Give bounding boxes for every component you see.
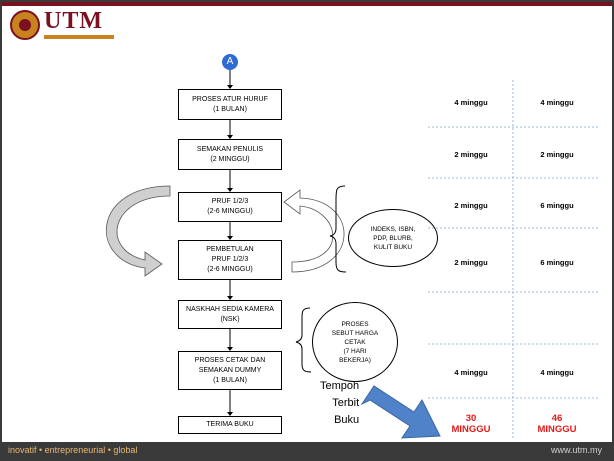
slide-body bbox=[2, 2, 612, 442]
tempoh-terbit-label: Tempoh Terbit Buku bbox=[320, 378, 359, 429]
step-proses-cetak: PROSES CETAK DAN SEMAKAN DUMMY (1 BULAN) bbox=[178, 351, 282, 390]
step-label: (2 MINGGU) bbox=[210, 155, 250, 163]
duration-cell: 2 minggu bbox=[454, 150, 488, 159]
total-value: 46 bbox=[551, 413, 563, 424]
note-line: (7 HARI bbox=[343, 347, 367, 355]
step-label: SEMAKAN DUMMY bbox=[198, 366, 262, 374]
step-label: PEMBETULAN bbox=[206, 246, 254, 253]
step-label: (1 BULAN) bbox=[213, 376, 247, 384]
step-label: PROSES CETAK DAN bbox=[194, 356, 266, 364]
total-weeks-2: 46 MINGGU bbox=[524, 413, 590, 435]
step-label: TERIMA BUKU bbox=[206, 421, 254, 428]
note-line: CETAK bbox=[344, 338, 366, 346]
step-label: SEMAKAN PENULIS bbox=[196, 145, 264, 153]
tempoh-line: Terbit bbox=[332, 397, 360, 409]
connector-a-badge: A bbox=[222, 54, 238, 70]
logo-text: UTM bbox=[44, 8, 103, 34]
step-label: PRUF 1/2/3 bbox=[211, 256, 249, 263]
duration-cell: 4 minggu bbox=[454, 368, 488, 377]
note-line: INDEKS, ISBN, bbox=[370, 225, 416, 233]
tempoh-line: Tempoh bbox=[320, 380, 360, 392]
step-atur-huruf: PROSES ATUR HURUF (1 BULAN) bbox=[178, 89, 282, 120]
step-terima-buku: TERIMA BUKU bbox=[178, 416, 282, 434]
total-unit: MINGGU bbox=[451, 424, 491, 435]
step-semakan-penulis: SEMAKAN PENULIS (2 MINGGU) bbox=[178, 139, 282, 170]
step-label: (NSK) bbox=[220, 315, 240, 323]
duration-cell: 4 minggu bbox=[540, 368, 574, 377]
duration-cell: 6 minggu bbox=[540, 201, 574, 210]
utm-logo: UTM bbox=[10, 8, 120, 48]
step-label: (2-6 MINGGU) bbox=[207, 208, 253, 215]
note-line: SEBUT HARGA bbox=[331, 329, 379, 337]
step-pruf: PRUF 1/2/3 (2-6 MINGGU) bbox=[178, 192, 282, 222]
duration-cell: 6 minggu bbox=[540, 258, 574, 267]
footer-url: www.utm.my bbox=[550, 445, 602, 455]
logo-subtitle-bar bbox=[44, 35, 114, 39]
step-label: PROSES ATUR HURUF bbox=[192, 95, 268, 103]
tempoh-line: Buku bbox=[334, 414, 360, 426]
note-line: PROSES bbox=[341, 320, 369, 328]
duration-cell: 2 minggu bbox=[540, 150, 574, 159]
step-nsk: NASKHAH SEDIA KAMERA (NSK) bbox=[178, 300, 282, 329]
note-line: PDP, BLURB, bbox=[373, 234, 413, 242]
footer-tagline: inovatif • entrepreneurial • global bbox=[8, 445, 138, 455]
pricing-note: PROSES SEBUT HARGA CETAK (7 HARI BEKERJA… bbox=[312, 302, 398, 382]
note-line: BEKERJA) bbox=[339, 356, 371, 364]
duration-cell: 4 minggu bbox=[454, 98, 488, 107]
step-label: PRUF 1/2/3 bbox=[211, 198, 249, 205]
duration-cell: 2 minggu bbox=[454, 201, 488, 210]
total-value: 30 bbox=[465, 413, 477, 424]
step-label: NASKHAH SEDIA KAMERA bbox=[186, 305, 274, 313]
total-weeks-1: 30 MINGGU bbox=[438, 413, 504, 435]
step-pembetulan: PEMBETULAN PRUF 1/2/3 (2-6 MINGGU) bbox=[178, 240, 282, 280]
duration-cell: 2 minggu bbox=[454, 258, 488, 267]
footer-bar: inovatif • entrepreneurial • global www.… bbox=[0, 442, 614, 461]
proof-items-note: INDEKS, ISBN, PDP, BLURB, KULIT BUKU bbox=[348, 209, 438, 267]
step-label: (1 BULAN) bbox=[213, 105, 247, 113]
duration-cell: 4 minggu bbox=[540, 98, 574, 107]
note-line: KULIT BUKU bbox=[373, 243, 413, 251]
step-label: (2-6 MINGGU) bbox=[207, 266, 253, 273]
utm-seal-icon bbox=[10, 10, 40, 40]
total-unit: MINGGU bbox=[537, 424, 577, 435]
